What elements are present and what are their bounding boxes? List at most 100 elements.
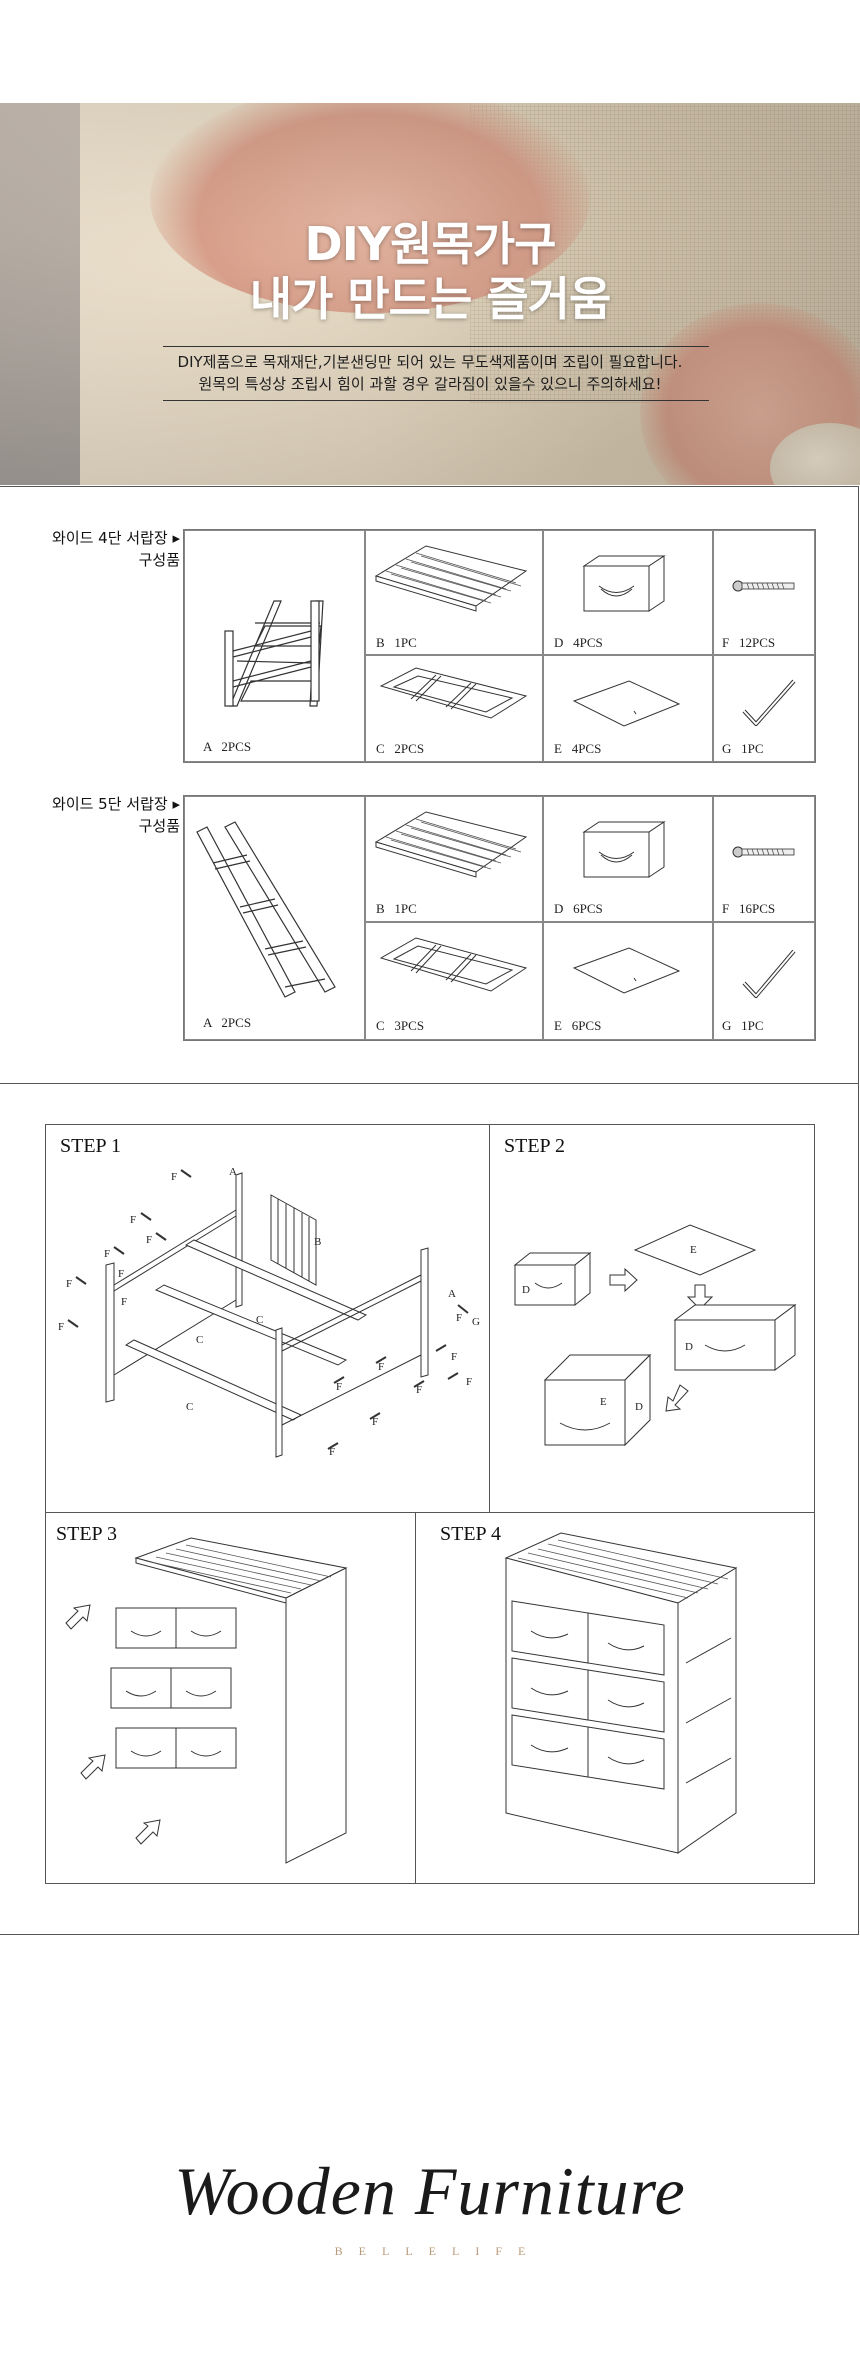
label-f: F: [329, 1446, 335, 1458]
label-f: F: [118, 1268, 124, 1280]
label-c: C: [196, 1334, 203, 1346]
label-f: F: [130, 1214, 136, 1226]
step1-title: STEP 1: [60, 1135, 121, 1157]
hex-key-g-diagram: [742, 679, 796, 726]
step3-title: STEP 3: [56, 1523, 117, 1545]
label-a: A: [229, 1166, 237, 1178]
label-d: D: [685, 1341, 693, 1353]
drawer-bottom-e-diagram: [572, 680, 681, 727]
top-slat-b-diagram: [374, 811, 528, 878]
part-c-caption: C 2PCS: [376, 741, 425, 756]
part-c-caption: C 3PCS: [376, 1018, 425, 1033]
label-a: A: [448, 1288, 456, 1300]
parts-5-label: 와이드 5단 서랍장 ▸ 구성품: [10, 793, 180, 837]
hex-key-g-diagram: [742, 949, 796, 998]
side-frame-a-diagram: [196, 821, 336, 998]
label-f: F: [372, 1416, 378, 1428]
label-g: G: [472, 1316, 480, 1328]
label-f: F: [466, 1376, 472, 1388]
part-g-cell: G 1PC: [713, 655, 815, 762]
top-slat-b-diagram: [374, 545, 528, 612]
divider: [163, 400, 709, 401]
hero-title-line2: 내가 만드는 즐거움: [249, 272, 612, 326]
part-a-caption: A 2PCS: [203, 739, 252, 754]
label-c: C: [256, 1314, 263, 1326]
label-c: C: [186, 1401, 193, 1413]
label-f: F: [104, 1248, 110, 1260]
drawer-d-diagram: [582, 555, 666, 612]
step4-diagram: [504, 1532, 738, 1854]
part-e-caption: E 4PCS: [554, 741, 602, 756]
part-f-cell: F 16PCS: [713, 796, 815, 922]
part-c-cell: C 3PCS: [365, 922, 543, 1040]
label-b: B: [314, 1236, 321, 1248]
part-a-cell: A 2PCS: [184, 530, 365, 762]
brand-subtitle: BELLELIFE: [334, 2244, 542, 2258]
part-d-caption: D 4PCS: [554, 635, 603, 650]
part-g-caption: G 1PC: [722, 1018, 764, 1033]
part-f-cell: F 12PCS: [713, 530, 815, 655]
step2-panel: STEP 2: [489, 1124, 815, 1513]
label-e: E: [690, 1244, 697, 1256]
label-f: F: [66, 1278, 72, 1290]
step1-panel: STEP 1: [45, 1124, 490, 1513]
part-d-cell: D 6PCS: [543, 796, 713, 922]
shelf-frame-c-diagram: [379, 667, 528, 719]
part-e-cell: E 4PCS: [543, 655, 713, 762]
label-d: D: [635, 1401, 643, 1413]
brand-logo: Wooden Furniture: [174, 2153, 686, 2229]
part-a-cell: A 2PCS: [184, 796, 365, 1040]
parts-4-title: 와이드 4단 서랍장 ▸: [52, 529, 180, 547]
step2-title: STEP 2: [504, 1135, 565, 1157]
parts-section: 와이드 4단 서랍장 ▸ 구성품: [0, 486, 859, 1084]
assembly-steps-section: STEP 1: [0, 1082, 859, 1935]
parts-4-table: A 2PCS B 1PC: [183, 529, 816, 763]
label-f: F: [121, 1296, 127, 1308]
part-b-cell: B 1PC: [365, 796, 543, 922]
parts-5-subtitle: 구성품: [138, 817, 180, 835]
label-f: F: [416, 1384, 422, 1396]
hero-description-line1: DIY제품으로 목재재단,기본샌딩만 되어 있는 무도색제품이며 조립이 필요합…: [177, 353, 683, 371]
parts-5-table: A 2PCS B 1PC: [183, 795, 816, 1041]
screw-f-diagram: [732, 846, 795, 858]
shelf-frame-c-diagram: [379, 937, 528, 992]
label-f: F: [456, 1312, 462, 1324]
part-a-caption: A 2PCS: [203, 1015, 252, 1030]
part-e-caption: E 6PCS: [554, 1018, 602, 1033]
part-g-caption: G 1PC: [722, 741, 764, 756]
parts-4-label: 와이드 4단 서랍장 ▸ 구성품: [10, 527, 180, 571]
label-f: F: [378, 1361, 384, 1373]
drawer-d-diagram: [582, 821, 666, 878]
step3-diagram: [65, 1537, 348, 1864]
part-d-caption: D 6PCS: [554, 901, 603, 916]
screw-f-diagram: [732, 580, 795, 592]
drawer-bottom-e-diagram: [572, 947, 681, 994]
step1-diagram: A B C C C A G F F F F F F F F F F F F F: [58, 1166, 480, 1458]
part-e-cell: E 6PCS: [543, 922, 713, 1040]
label-f: F: [451, 1351, 457, 1363]
part-f-caption: F 16PCS: [722, 901, 776, 916]
side-frame-a-diagram: [224, 600, 324, 707]
part-g-cell: G 1PC: [713, 922, 815, 1040]
step3-panel: STEP 3: [45, 1512, 416, 1884]
hero-banner: DIY원목가구 내가 만드는 즐거움 DIY제품으로 목재재단,기본샌딩만 되어…: [0, 103, 860, 485]
part-d-cell: D 4PCS: [543, 530, 713, 655]
parts-4-subtitle: 구성품: [138, 551, 180, 569]
hand-image: [150, 103, 590, 313]
label-f: F: [336, 1381, 342, 1393]
part-b-cell: B 1PC: [365, 530, 543, 655]
label-f: F: [171, 1171, 177, 1183]
label-e: E: [600, 1396, 607, 1408]
label-f: F: [58, 1321, 64, 1333]
label-f: F: [146, 1234, 152, 1246]
step4-title: STEP 4: [440, 1523, 501, 1545]
divider: [163, 346, 709, 347]
label-d: D: [522, 1284, 530, 1296]
part-b-caption: B 1PC: [376, 901, 417, 916]
step2-diagram: D E D E D: [513, 1224, 797, 1447]
part-f-caption: F 12PCS: [722, 635, 776, 650]
part-c-cell: C 2PCS: [365, 655, 543, 762]
hero-description-line2: 원목의 특성상 조립시 힘이 과할 경우 갈라짐이 있을수 있으니 주의하세요!: [198, 375, 662, 393]
part-b-caption: B 1PC: [376, 635, 417, 650]
step4-panel: STEP 4: [415, 1512, 815, 1884]
